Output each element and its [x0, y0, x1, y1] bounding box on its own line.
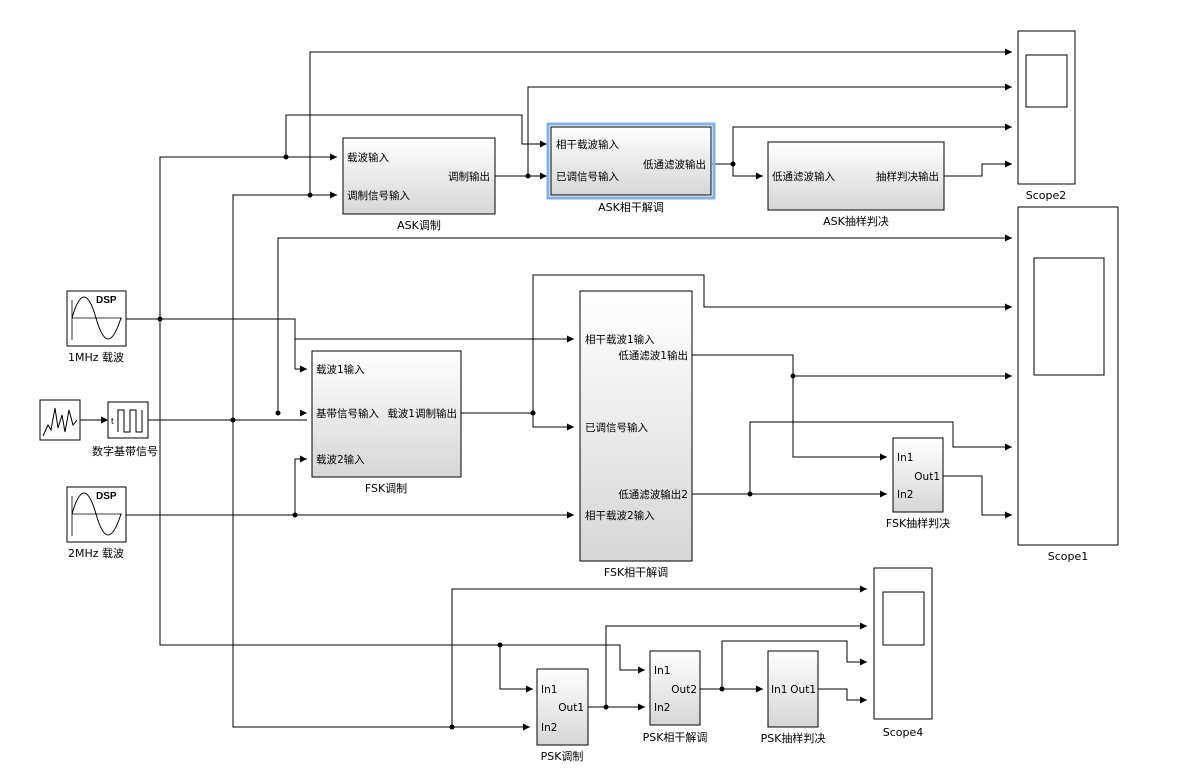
baseband-label: 数字基带信号: [92, 444, 158, 458]
selection-highlight: [546, 122, 716, 200]
ask-demod-port-out: 低通滤波输出: [643, 158, 706, 171]
ask-mod-port-signal: 调制信号输入: [347, 189, 410, 202]
fsk-mod-port-baseband: 基带信号输入: [316, 407, 379, 420]
carrier-2mhz-block[interactable]: DSP 2MHz 载波: [66, 486, 127, 560]
fsk-judge-port-in2: In2: [897, 489, 913, 501]
fsk-demod-port-out2: 低通滤波输出2: [618, 488, 688, 501]
psk-judge-port-in: In1: [771, 684, 787, 696]
ask-demod-port-carrier: 相干载波输入: [556, 138, 619, 151]
psk-demod-label: PSK相干解调: [643, 730, 708, 744]
ask-judge-port-in: 低通滤波输入: [772, 170, 835, 183]
fsk-judge-label: FSK抽样判决: [886, 516, 950, 530]
fsk-mod-port-carrier2: 载波2输入: [316, 453, 365, 466]
scope2-block[interactable]: Scope2: [1017, 30, 1076, 202]
psk-judge-label: PSK抽样判决: [761, 731, 826, 745]
baseband-block[interactable]: t 数字基带信号: [92, 401, 158, 458]
fsk-demod-label: FSK相干解调: [604, 565, 668, 579]
psk-demod-block[interactable]: In1 In2 Out2 PSK相干解调: [643, 650, 708, 744]
svg-text:DSP: DSP: [96, 491, 117, 502]
psk-demod-port-in1: In1: [654, 665, 670, 677]
signal-lines: [126, 51, 1012, 728]
ask-demod-block[interactable]: 相干载波输入 已调信号输入 低通滤波输出 ASK相干解调: [546, 122, 716, 214]
fsk-demod-port-signal: 已调信号输入: [585, 421, 648, 434]
fsk-judge-port-in1: In1: [897, 452, 913, 464]
psk-demod-port-in2: In2: [654, 702, 670, 714]
fsk-demod-port-carrier1: 相干载波1输入: [585, 333, 655, 346]
scope1-label: Scope1: [1048, 550, 1089, 563]
psk-mod-port-in1: In1: [541, 684, 557, 696]
ask-demod-label: ASK相干解调: [598, 200, 664, 214]
fsk-demod-port-out1: 低通滤波1输出: [618, 349, 688, 362]
psk-mod-block[interactable]: In1 In2 Out1 PSK调制: [536, 668, 589, 763]
ask-judge-label: ASK抽样判决: [823, 214, 889, 228]
fsk-mod-label: FSK调制: [365, 482, 407, 495]
ask-mod-port-out: 调制输出: [448, 170, 490, 183]
fsk-judge-port-out: Out1: [914, 471, 940, 483]
svg-text:t: t: [111, 416, 114, 426]
psk-mod-port-in2: In2: [541, 722, 557, 734]
random-source-block[interactable]: [39, 399, 108, 441]
junction-dots: [157, 154, 796, 730]
fsk-judge-block[interactable]: In1 In2 Out1 FSK抽样判决: [886, 437, 950, 530]
ask-mod-block[interactable]: 载波输入 调制信号输入 调制输出 ASK调制: [342, 137, 496, 232]
carrier-1mhz-label: 1MHz 载波: [68, 351, 124, 364]
ask-judge-port-out: 抽样判决输出: [876, 170, 939, 183]
ask-mod-label: ASK调制: [397, 219, 441, 232]
fsk-mod-port-out: 载波1调制输出: [387, 407, 457, 420]
scope2-label: Scope2: [1026, 189, 1067, 202]
fsk-demod-block[interactable]: 相干载波1输入 已调信号输入 相干载波2输入 低通滤波1输出 低通滤波输出2 F…: [579, 290, 693, 579]
svg-text:DSP: DSP: [96, 295, 117, 306]
carrier-1mhz-block[interactable]: DSP 1MHz 载波: [66, 290, 127, 364]
fsk-mod-block[interactable]: 载波1输入 基带信号输入 载波2输入 载波1调制输出 FSK调制: [311, 350, 462, 495]
psk-mod-port-out: Out1: [558, 702, 584, 714]
scope1-block[interactable]: Scope1: [1017, 206, 1119, 563]
ask-judge-block[interactable]: 低通滤波输入 抽样判决输出 ASK抽样判决: [767, 141, 945, 228]
psk-judge-block[interactable]: In1 Out1 PSK抽样判决: [761, 650, 826, 745]
fsk-mod-port-carrier1: 载波1输入: [316, 363, 365, 376]
scope4-label: Scope4: [883, 726, 924, 739]
arrowheads: [101, 48, 1012, 731]
fsk-demod-port-carrier2: 相干载波2输入: [585, 509, 655, 522]
ask-mod-port-carrier: 载波输入: [347, 151, 389, 164]
psk-judge-port-out: Out1: [790, 684, 816, 696]
carrier-2mhz-label: 2MHz 载波: [68, 547, 124, 560]
ask-demod-port-signal: 已调信号输入: [556, 170, 619, 183]
scope4-block[interactable]: Scope4: [873, 567, 933, 739]
psk-demod-port-out: Out2: [671, 684, 697, 696]
psk-mod-label: PSK调制: [541, 750, 584, 763]
